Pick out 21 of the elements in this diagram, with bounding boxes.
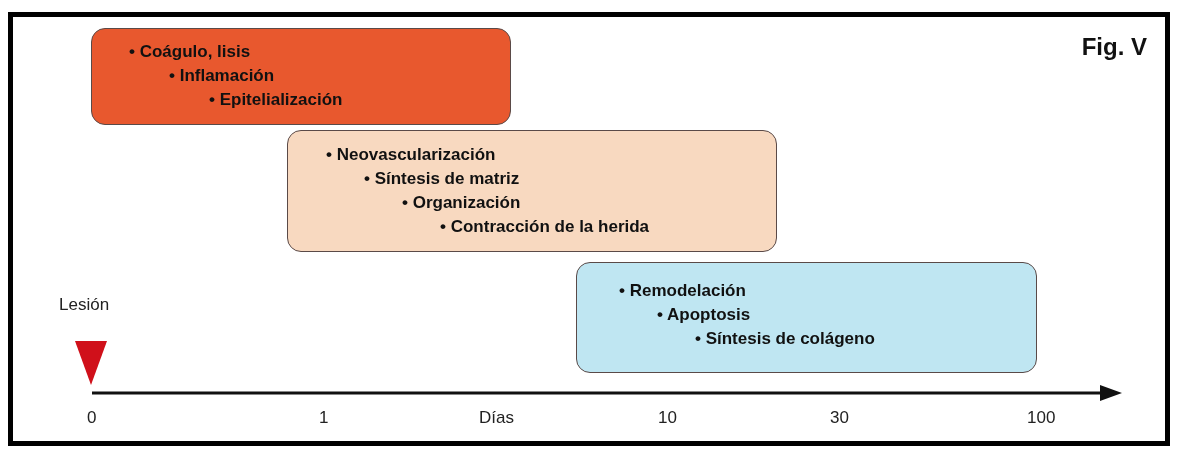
figure-title: Fig. V (1081, 33, 1147, 61)
phase-box (91, 28, 511, 125)
phase-box (576, 262, 1037, 373)
bullet-item: • Epitelialización (209, 90, 343, 110)
tick-label: 1 (319, 408, 329, 428)
phase-box (287, 130, 777, 252)
marker-label: Lesión (59, 295, 110, 315)
tick-label: 100 (1027, 408, 1056, 428)
bullet-item: • Síntesis de colágeno (695, 329, 875, 349)
bullet-item: • Neovascularización (326, 145, 496, 165)
tick-label: 0 (87, 408, 97, 428)
bullet-item: • Organización (402, 193, 521, 213)
bullet-item: • Coágulo, lisis (129, 42, 251, 62)
bullet-item: • Contracción de la herida (440, 217, 650, 237)
bullet-item: • Síntesis de matriz (364, 169, 520, 189)
bullet-item: • Inflamación (169, 66, 275, 86)
bullet-item: • Remodelación (619, 281, 746, 301)
axis-title: Días (479, 408, 514, 428)
bullet-item: • Apoptosis (657, 305, 751, 325)
tick-label: 10 (658, 408, 677, 428)
tick-label: 30 (830, 408, 849, 428)
